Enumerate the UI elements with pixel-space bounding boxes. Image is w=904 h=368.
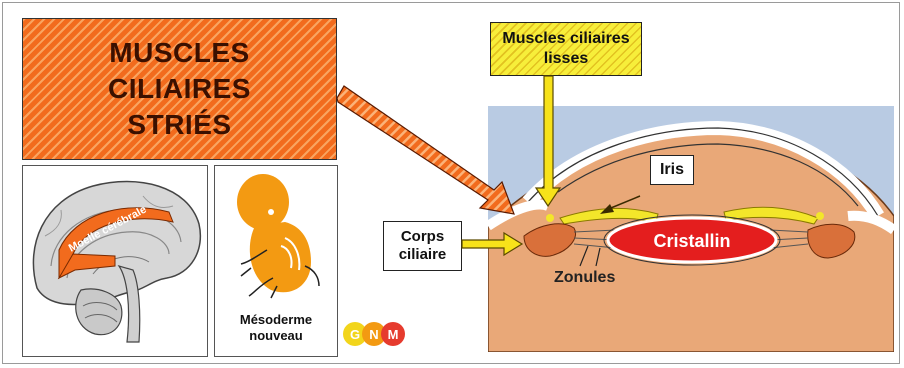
striated-arrow (337, 86, 514, 214)
corps-arrow (462, 233, 522, 255)
smooth-arrow (536, 76, 560, 206)
